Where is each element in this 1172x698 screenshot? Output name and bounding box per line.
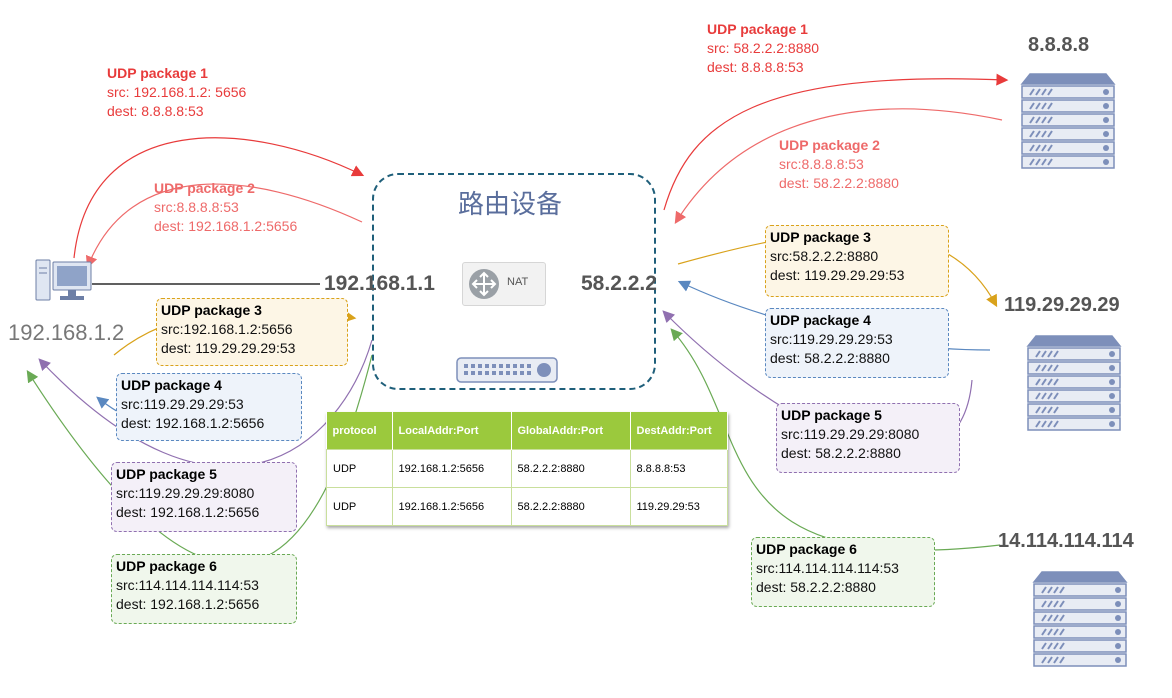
right-packet-3: UDP package 3 src:58.2.2.2:8880 dest: 11…	[765, 225, 949, 297]
packet-title: UDP package 3	[161, 302, 262, 318]
packet-src: src:58.2.2.2:8880	[770, 248, 879, 264]
client-ip: 192.168.1.2	[8, 320, 125, 345]
packet-src: src:8.8.8.8:53	[779, 156, 864, 172]
table-row: UDP 192.168.1.2:5656 58.2.2.2:8880 119.2…	[326, 487, 728, 526]
nat-table-header: protocol LocalAddr:Port GlobalAddr:Port …	[326, 412, 728, 450]
computer-icon	[35, 259, 92, 301]
packet-title: UDP package 3	[770, 229, 871, 245]
packet-title: UDP package 5	[116, 466, 217, 482]
arrow-right-pkg1	[663, 73, 1009, 211]
cell-local-addr: 192.168.1.2:5656	[391, 487, 512, 526]
packet-src: src: 192.168.1.2: 5656	[107, 84, 247, 100]
packet-src: src:119.29.29.29:53	[121, 396, 244, 412]
nat-label: NAT	[507, 276, 529, 288]
arrow-right-pkg2	[674, 108, 1003, 225]
packet-dest: dest: 58.2.2.2:8880	[781, 445, 901, 461]
packet-src: src:114.114.114.114:53	[116, 577, 259, 593]
cell-global-addr: 58.2.2.2:8880	[510, 449, 631, 488]
packet-src: src: 58.2.2.2:8880	[707, 40, 820, 56]
router-device	[372, 173, 656, 390]
server-icon	[1032, 571, 1128, 667]
header-protocol: protocol	[326, 412, 393, 450]
packet-dest: dest: 192.168.1.2:5656	[116, 596, 260, 612]
server-icon	[1026, 335, 1122, 431]
right-packet-5: UDP package 5 src:119.29.29.29:8080 dest…	[776, 403, 960, 473]
switch-icon	[456, 357, 558, 383]
cell-protocol: UDP	[326, 487, 393, 526]
cell-protocol: UDP	[326, 449, 393, 488]
packet-title: UDP package 1	[107, 65, 208, 81]
server-dns3-ip: 14.114.114.114	[998, 530, 1134, 552]
table-row: UDP 192.168.1.2:5656 58.2.2.2:8880 8.8.8…	[326, 449, 728, 488]
packet-dest: dest: 58.2.2.2:8880	[770, 350, 890, 366]
left-packet-6: UDP package 6 src:114.114.114.114:53 des…	[111, 554, 297, 624]
nat-icon	[469, 269, 499, 299]
packet-dest: dest: 192.168.1.2:5656	[121, 415, 265, 431]
packet-title: UDP package 1	[707, 21, 808, 37]
router-wan-ip: 58.2.2.2	[581, 272, 657, 295]
left-packet-3: UDP package 3 src:192.168.1.2:5656 dest:…	[156, 298, 348, 366]
nat-table: protocol LocalAddr:Port GlobalAddr:Port …	[326, 412, 728, 526]
packet-src: src:114.114.114.114:53	[756, 560, 899, 576]
header-dest-addr: DestAddr:Port	[630, 412, 728, 450]
packet-src: src:192.168.1.2:5656	[161, 321, 293, 337]
packet-title: UDP package 2	[154, 180, 255, 196]
packet-dest: dest: 192.168.1.2:5656	[116, 504, 260, 520]
header-local-addr: LocalAddr:Port	[392, 412, 512, 450]
router-title: 路由设备	[458, 190, 563, 220]
left-packet-1: UDP package 1 src: 192.168.1.2: 5656 des…	[107, 64, 246, 121]
packet-dest: dest: 58.2.2.2:8880	[756, 579, 876, 595]
packet-title: UDP package 2	[779, 137, 880, 153]
packet-src: src:119.29.29.29:8080	[781, 426, 920, 442]
server-dns1-ip: 8.8.8.8	[1028, 34, 1090, 56]
left-packet-4: UDP package 4 src:119.29.29.29:53 dest: …	[116, 373, 302, 441]
cell-dest-addr: 8.8.8.8:53	[629, 449, 728, 488]
left-packet-2: UDP package 2 src:8.8.8.8:53 dest: 192.1…	[154, 179, 297, 236]
server-icon	[1020, 73, 1116, 169]
router-lan-ip: 192.168.1.1	[324, 272, 435, 295]
packet-src: src:119.29.29.29:53	[770, 331, 893, 347]
cell-dest-addr: 119.29.29:53	[629, 487, 728, 526]
right-packet-4: UDP package 4 src:119.29.29.29:53 dest: …	[765, 308, 949, 378]
right-packet-6: UDP package 6 src:114.114.114.114:53 des…	[751, 537, 935, 607]
packet-title: UDP package 6	[756, 541, 857, 557]
packet-dest: dest: 192.168.1.2:5656	[154, 218, 298, 234]
packet-dest: dest: 58.2.2.2:8880	[779, 175, 899, 191]
packet-title: UDP package 6	[116, 558, 217, 574]
arrow-left-pkg2	[85, 183, 363, 269]
header-global-addr: GlobalAddr:Port	[511, 412, 631, 450]
nat-module: NAT	[462, 262, 546, 306]
packet-dest: dest: 8.8.8.8:53	[707, 59, 804, 75]
packet-title: UDP package 4	[770, 312, 871, 328]
packet-title: UDP package 4	[121, 377, 222, 393]
packet-dest: dest: 119.29.29.29:53	[770, 267, 905, 283]
arrow-left-pkg1	[73, 137, 365, 259]
cell-local-addr: 192.168.1.2:5656	[391, 449, 512, 488]
left-packet-5: UDP package 5 src:119.29.29.29:8080 dest…	[111, 462, 297, 532]
server-dns2-ip: 119.29.29.29	[1004, 294, 1120, 316]
packet-src: src:8.8.8.8:53	[154, 199, 239, 215]
packet-title: UDP package 5	[781, 407, 882, 423]
packet-dest: dest: 119.29.29.29:53	[161, 340, 296, 356]
right-packet-2: UDP package 2 src:8.8.8.8:53 dest: 58.2.…	[779, 136, 899, 193]
right-packet-1: UDP package 1 src: 58.2.2.2:8880 dest: 8…	[707, 20, 819, 77]
cell-global-addr: 58.2.2.2:8880	[510, 487, 631, 526]
packet-dest: dest: 8.8.8.8:53	[107, 103, 204, 119]
packet-src: src:119.29.29.29:8080	[116, 485, 255, 501]
